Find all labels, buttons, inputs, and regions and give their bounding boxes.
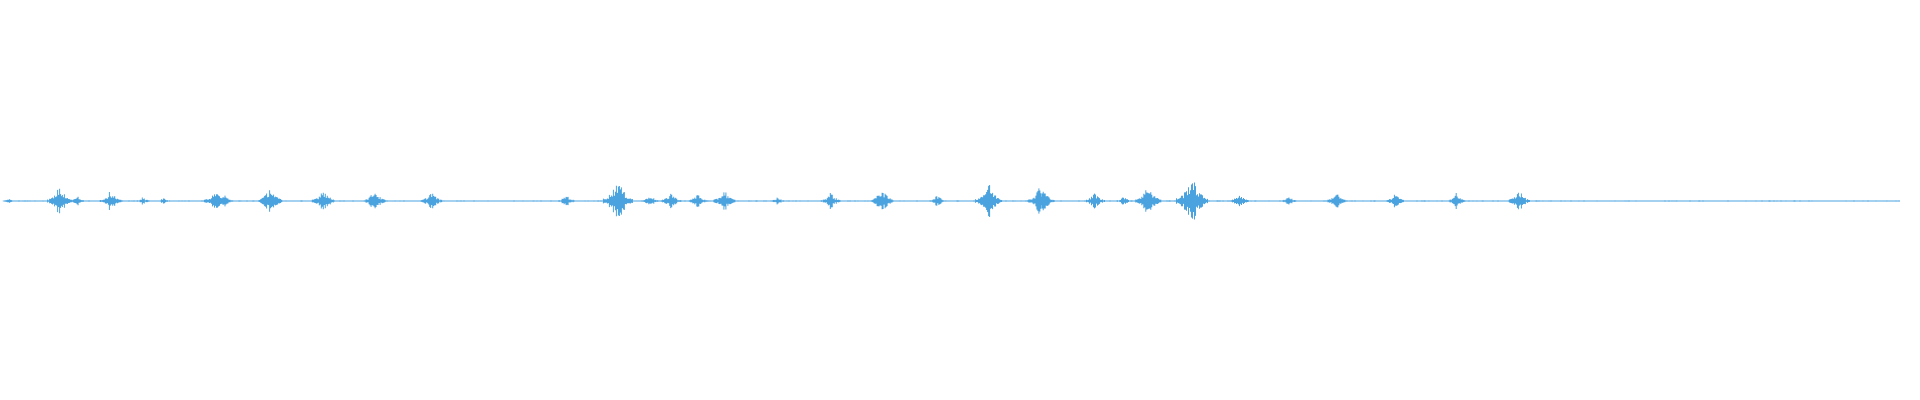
waveform-peak [769, 197, 786, 205]
waveform-peak [1176, 182, 1208, 220]
waveform-peak [105, 196, 124, 206]
waveform-peak [1326, 194, 1347, 208]
waveform-peak [928, 196, 947, 206]
waveform-peak [870, 192, 894, 210]
waveform-peak [820, 193, 841, 209]
waveform-peak [1280, 197, 1298, 205]
waveform-peak [1032, 191, 1055, 211]
waveform-peak [311, 192, 335, 210]
waveform-peak [421, 193, 443, 209]
waveform-peak [69, 196, 87, 206]
waveform-peak [602, 185, 633, 217]
waveform-peak [215, 195, 234, 207]
waveform-peak [1135, 190, 1162, 212]
waveform-peak [1507, 192, 1530, 210]
waveform-peak [156, 198, 171, 204]
waveform-peak [1115, 197, 1132, 205]
waveform-peak [661, 193, 682, 209]
waveform-peak [2, 199, 18, 203]
waveform-peak [975, 185, 1003, 217]
waveform-peak [688, 195, 708, 207]
waveform-peak [258, 190, 283, 212]
waveform-peak [1385, 194, 1405, 208]
waveform-peak [1085, 193, 1105, 209]
waveform-peak [641, 197, 660, 205]
waveform-peak [713, 192, 736, 210]
waveform-peak [1446, 193, 1466, 209]
waveform-peak [1230, 195, 1249, 207]
waveform-peak [363, 193, 386, 209]
waveform-peak [557, 196, 576, 206]
waveform-peak [52, 194, 73, 208]
waveform-peak [134, 197, 151, 205]
